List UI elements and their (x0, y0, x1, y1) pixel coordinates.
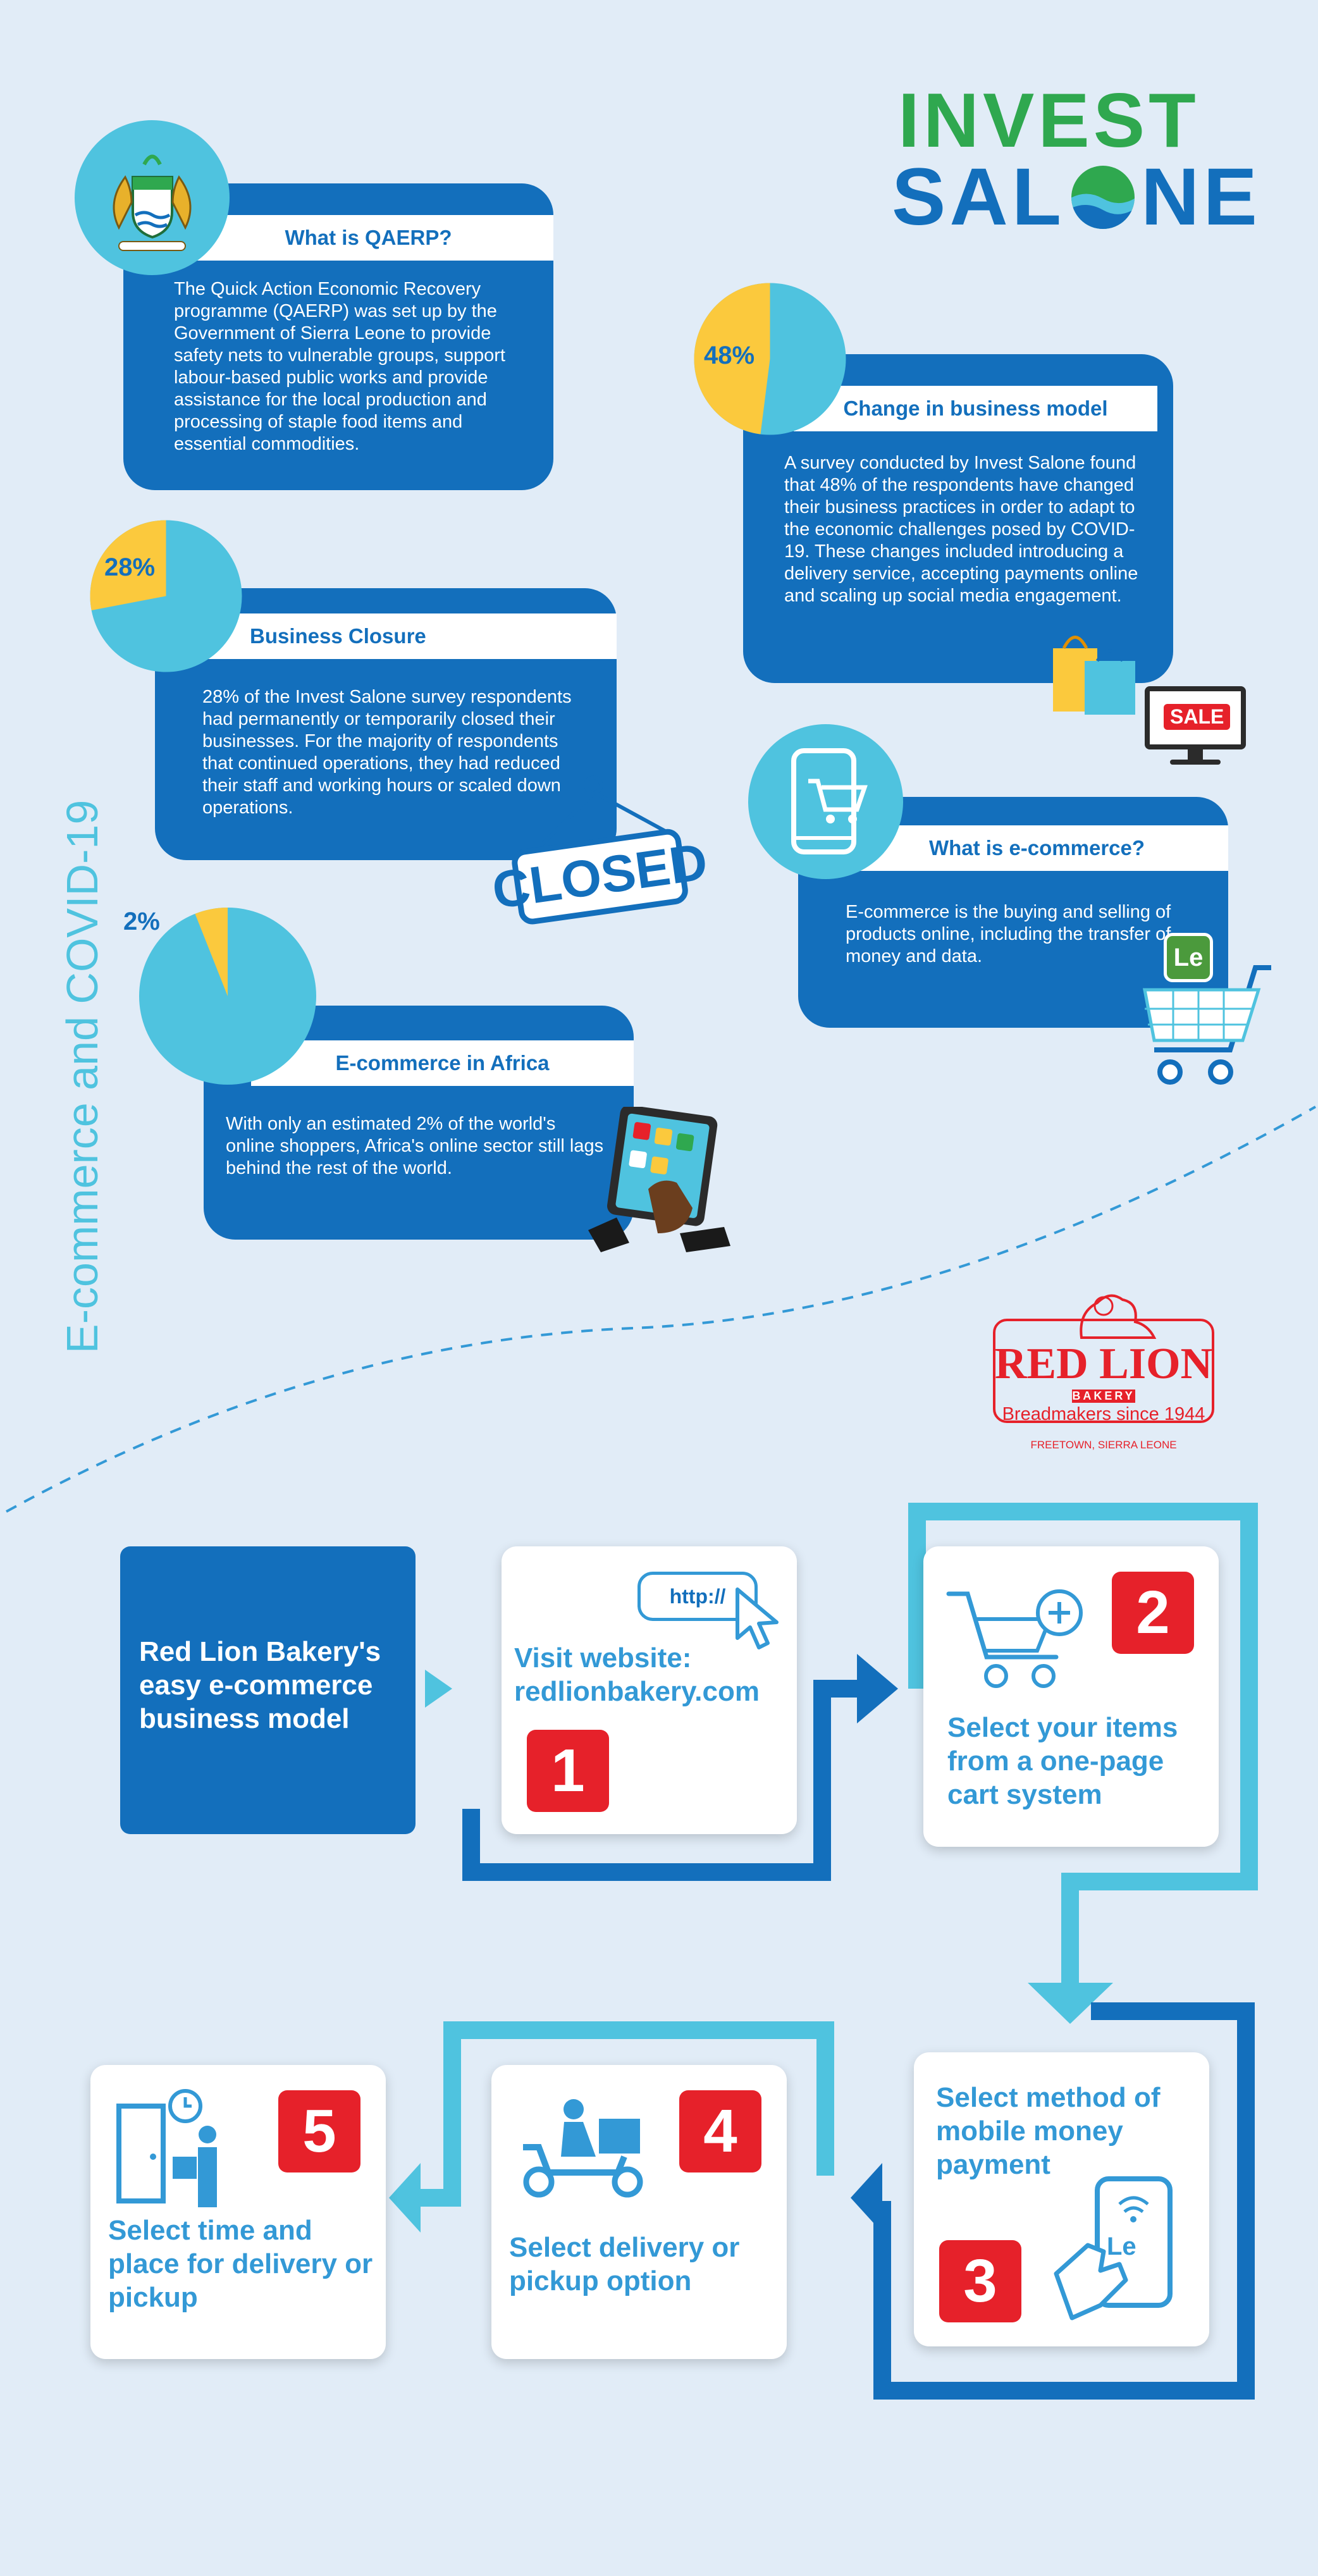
qaerp-title: What is QAERP? (183, 215, 553, 261)
step-3-card: Select method of mobile money payment Le… (914, 2052, 1209, 2346)
add-to-cart-icon (946, 1589, 1083, 1688)
pie-28: 28% (89, 519, 243, 674)
business-model-title: Change in business model (794, 386, 1157, 431)
closure-title: Business Closure (202, 613, 617, 659)
step-1-text: Visit website: redlionbakery.com (514, 1642, 760, 1707)
ecommerce-title: What is e-commerce? (846, 825, 1228, 871)
pickup-door-icon (116, 2089, 217, 2207)
dashed-separator (6, 1106, 1316, 1513)
qaerp-body: The Quick Action Economic Recovery progr… (174, 279, 505, 454)
pie-48: 48% (693, 281, 847, 436)
closure-body: 28% of the Invest Salone survey responde… (202, 687, 572, 818)
lion-icon (1080, 1294, 1157, 1339)
business-model-body: A survey conducted by Invest Salone foun… (784, 453, 1138, 606)
wave-o-icon (1071, 165, 1135, 229)
coat-of-arms-badge (75, 120, 230, 275)
pie-48-slice (694, 283, 770, 434)
cart-icon: Le (1135, 930, 1281, 1094)
red-lion-location: FREETOWN, SIERRA LEONE (1030, 1439, 1177, 1451)
step-5-number: 5 (278, 2090, 360, 2172)
step-3-number: 3 (939, 2240, 1021, 2322)
step-3-currency: Le (1107, 2233, 1136, 2260)
pie-28-slice (90, 520, 166, 610)
closed-sign-hanger-icon (534, 775, 668, 853)
mobile-payment-icon (1054, 2176, 1173, 2320)
step-4-card: 4 Select delivery or pickup option (491, 2065, 787, 2359)
pie-2-chart (139, 908, 316, 1085)
pie-28-label: 28% (104, 553, 156, 581)
pie-28-chart (90, 520, 242, 672)
red-lion-logo: RED LION BAKERY Breadmakers since 1944 F… (977, 1281, 1230, 1458)
sale-label: SALE (1164, 704, 1231, 730)
pie-2-slice (195, 908, 228, 996)
pie-48-label: 48% (704, 342, 755, 369)
step-2-text: Select your items from a one-page cart s… (947, 1712, 1178, 1810)
pie-48-chart (694, 283, 846, 435)
logo-salone-part2: NE (1141, 152, 1261, 242)
url-box: http:// (637, 1572, 758, 1621)
sale-monitor-icon: SALE (1145, 686, 1249, 768)
africa-title: E-commerce in Africa (251, 1040, 634, 1086)
closed-sign: CLOSED (489, 760, 711, 961)
step-4-number: 4 (679, 2090, 761, 2172)
coat-of-arms-icon (113, 154, 192, 251)
mobile-cart-badge (748, 724, 903, 879)
red-lion-frame (993, 1319, 1214, 1423)
delivery-scooter-icon (523, 2099, 643, 2198)
red-lion-bakery: BAKERY (1072, 1390, 1135, 1403)
step-1-card: http:// Visit website: redlionbakery.com… (502, 1546, 797, 1834)
logo-line-invest: INVEST (898, 77, 1200, 163)
currency-badge: Le (1164, 933, 1213, 982)
step-4-text: Select delivery or pickup option (509, 2232, 740, 2296)
pie-2 (136, 904, 319, 1088)
pie-2-label: 2% (123, 908, 160, 935)
step-2-card: 2 Select your items from a one-page cart… (923, 1546, 1219, 1847)
logo-salone-part1: SAL (892, 152, 1065, 242)
logo-line-salone: SAL NE (892, 151, 1261, 243)
process-intro-box: Red Lion Bakery's easy e-commerce busine… (120, 1546, 416, 1834)
invest-salone-logo: INVEST SAL NE (892, 76, 1271, 247)
shopping-bags-icon (1050, 632, 1138, 715)
step-5-card: 5 Select time and place for delivery or … (90, 2065, 386, 2359)
red-lion-name: RED LION (994, 1340, 1213, 1388)
ecommerce-body: E-commerce is the buying and selling of … (846, 902, 1171, 966)
tablet-shopping-icon (585, 1105, 743, 1252)
step-1-number: 1 (527, 1730, 609, 1812)
step-2-number: 2 (1112, 1572, 1194, 1654)
process-intro-text: Red Lion Bakery's easy e-commerce busine… (139, 1636, 381, 1734)
step-5-text: Select time and place for delivery or pi… (108, 2215, 373, 2313)
mobile-cart-icon (791, 748, 868, 854)
africa-body: With only an estimated 2% of the world's… (226, 1114, 604, 1178)
step-3-text: Select method of mobile money payment (936, 2082, 1161, 2180)
url-label: http:// (669, 1584, 726, 1608)
red-lion-tagline: Breadmakers since 1944 (1002, 1404, 1205, 1424)
cursor-icon (736, 1587, 779, 1649)
